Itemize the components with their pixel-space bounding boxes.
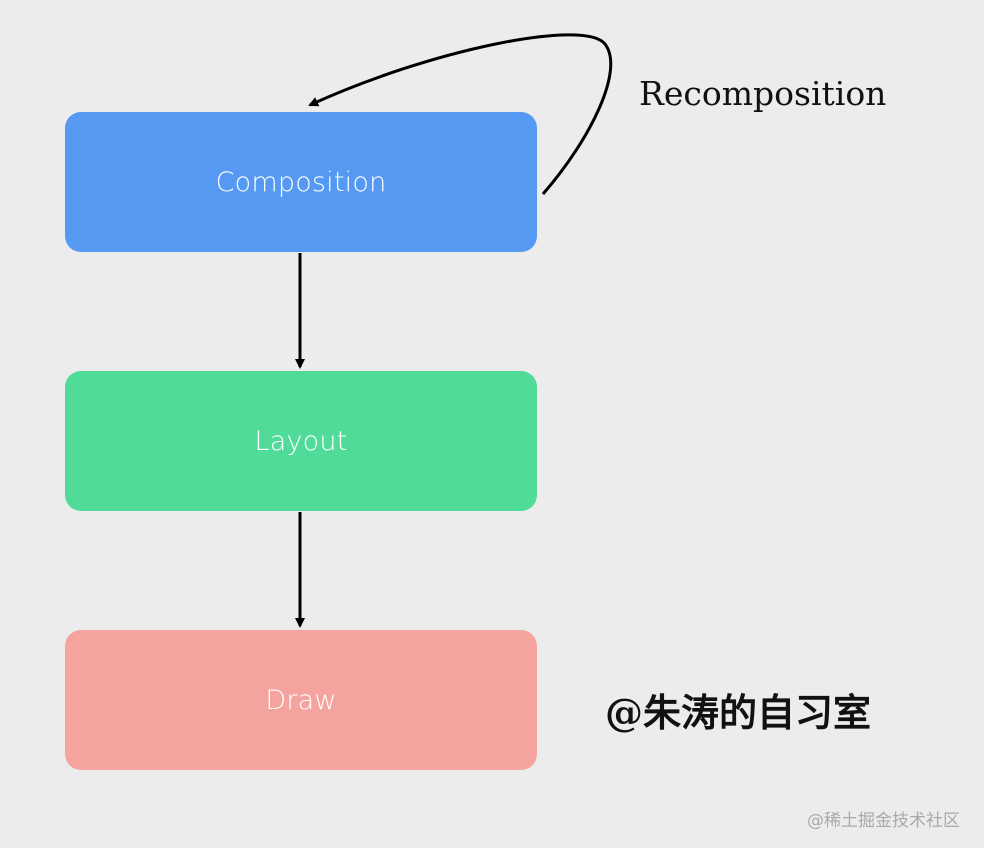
composition-label: Composition (215, 166, 387, 198)
arrow-recomposition-loop (308, 33, 613, 195)
layout-node: Layout (65, 371, 537, 511)
recomposition-label: Recomposition (639, 74, 887, 113)
author-watermark: @朱涛的自习室 (605, 690, 872, 735)
draw-node: Draw (65, 630, 537, 770)
draw-label: Draw (265, 684, 337, 716)
layout-label: Layout (254, 425, 348, 457)
composition-node: Composition (65, 112, 537, 252)
site-watermark: @稀土掘金技术社区 (807, 811, 960, 831)
